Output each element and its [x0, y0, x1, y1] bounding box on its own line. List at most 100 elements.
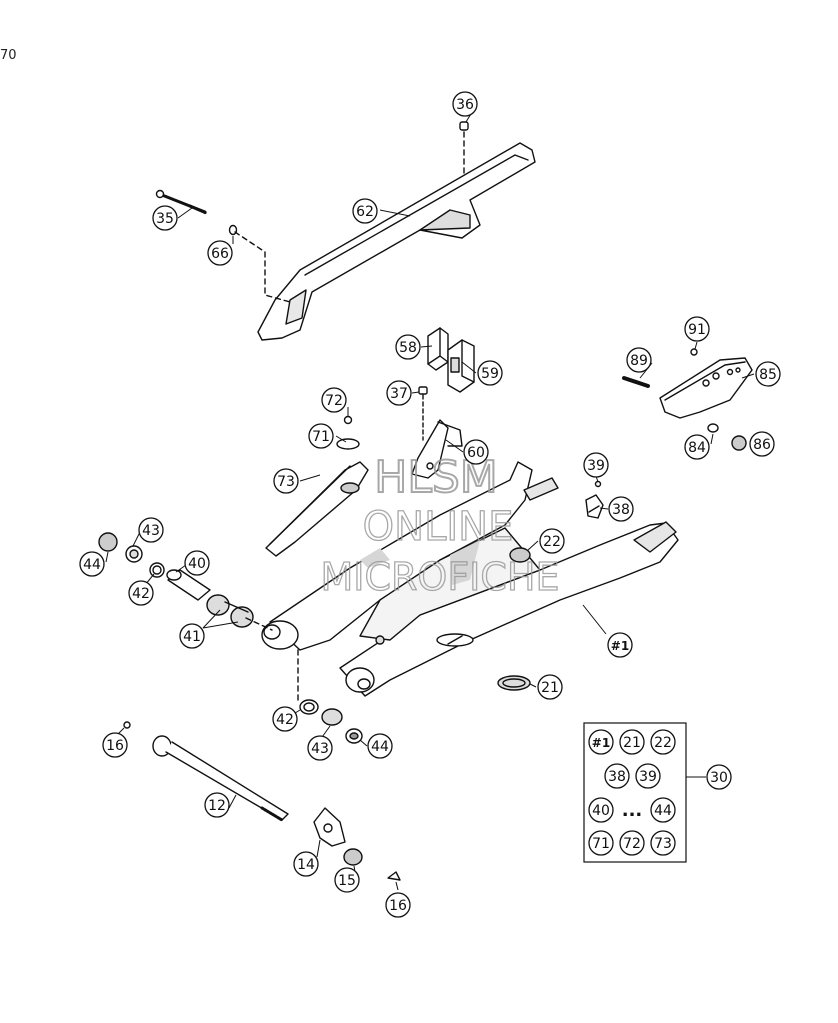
callout-15: 15: [334, 867, 360, 893]
svg-text:60: 60: [467, 445, 485, 461]
callout-14: 14: [293, 851, 319, 877]
chain-guide-85-part: [659, 357, 753, 419]
block-59-part: [447, 339, 475, 393]
svg-text:22: 22: [654, 735, 672, 751]
svg-text:37: 37: [390, 386, 408, 402]
chain-guard-part: [257, 142, 536, 341]
svg-text:84: 84: [688, 440, 706, 456]
pivot-axle-12-part: [152, 735, 289, 822]
kit-ellipsis: ...: [622, 800, 643, 821]
callout-43: 43: [307, 735, 333, 761]
svg-text:43: 43: [311, 741, 329, 757]
svg-text:91: 91: [688, 322, 706, 338]
svg-text:16: 16: [389, 898, 407, 914]
svg-text:22: 22: [543, 534, 561, 550]
callout-66: 66: [207, 240, 233, 266]
svg-text:85: 85: [759, 367, 777, 383]
callout-35: 35: [152, 205, 178, 231]
svg-text:73: 73: [654, 836, 672, 852]
plate-21-part: [497, 675, 531, 691]
callout-91: 91: [684, 316, 710, 342]
svg-text:72: 72: [325, 393, 343, 409]
callout-layer: 36 35 62 66 58 59 37 72 71 60 73 91 89 85 84 86 39 38 22 43…: [79, 91, 781, 918]
svg-text:38: 38: [612, 502, 630, 518]
callout-73: 73: [273, 468, 299, 494]
washer-66-part: [228, 224, 238, 236]
callout-62: 62: [352, 198, 378, 224]
callout-60: 60: [463, 439, 489, 465]
svg-text:43: 43: [142, 523, 160, 539]
callout-71: 71: [308, 423, 334, 449]
leader-dashed: [234, 231, 291, 303]
svg-text:...: ...: [622, 800, 643, 821]
callout-84: 84: [684, 434, 710, 460]
callout-89: 89: [626, 347, 652, 373]
nut-86-part: [731, 435, 747, 451]
svg-text:35: 35: [156, 211, 174, 227]
watermark-line-2: ONLINE: [363, 504, 514, 550]
callout-42: 42: [272, 706, 298, 732]
plate-14-part: [313, 807, 346, 847]
callout-59: 59: [477, 360, 503, 386]
callout-38: 38: [608, 496, 634, 522]
svg-text:14: 14: [297, 857, 315, 873]
svg-text:71: 71: [312, 429, 330, 445]
svg-text:39: 39: [639, 769, 657, 785]
page-corner-text: 70: [0, 48, 17, 63]
svg-text:#1: #1: [592, 736, 610, 750]
svg-text:15: 15: [338, 873, 356, 889]
callout-12: 12: [204, 792, 230, 818]
svg-text:36: 36: [456, 97, 474, 113]
nut-16-bottom-part: [387, 871, 401, 881]
screw-72-part: [343, 415, 353, 425]
screw-39-part: [594, 480, 602, 488]
bushing-22-part: [509, 547, 531, 563]
svg-text:12: 12: [208, 798, 226, 814]
svg-text:44: 44: [371, 739, 389, 755]
svg-text:44: 44: [654, 803, 672, 819]
svg-text:21: 21: [623, 735, 641, 751]
svg-text:21: 21: [541, 680, 559, 696]
kit-item-40: 40: [588, 797, 614, 823]
svg-text:#1: #1: [611, 639, 629, 653]
cap-71-part: [336, 438, 360, 494]
svg-text:73: 73: [277, 474, 295, 490]
svg-text:72: 72: [623, 836, 641, 852]
callout-39: 39: [583, 452, 609, 478]
svg-text:16: 16: [106, 738, 124, 754]
svg-text:42: 42: [132, 586, 150, 602]
svg-text:38: 38: [608, 769, 626, 785]
svg-text:42: 42: [276, 712, 294, 728]
clip-38-part: [585, 494, 604, 519]
callout-16: 16: [385, 892, 411, 918]
svg-text:66: 66: [211, 246, 229, 262]
svg-text:59: 59: [481, 366, 499, 382]
screw-36-part: [459, 121, 469, 176]
callout-36: 36: [452, 91, 478, 117]
callout-43: 43: [138, 517, 164, 543]
svg-text:71: 71: [592, 836, 610, 852]
watermark-line-3: MICROFICHE: [320, 555, 559, 599]
kit-item-38: 38: [604, 763, 630, 789]
kit-item-73: 73: [650, 830, 676, 856]
svg-text:62: 62: [356, 204, 374, 220]
swingarm-part: [261, 461, 679, 697]
kit-item-72: 72: [619, 830, 645, 856]
callout-85: 85: [755, 361, 781, 387]
callout-21: 21: [537, 674, 563, 700]
bearing-lower-stack: [299, 699, 363, 744]
kit-item-22: 22: [650, 729, 676, 755]
nut-16-top-part: [123, 721, 131, 729]
kit-label: 30: [706, 764, 732, 790]
svg-text:41: 41: [183, 629, 201, 645]
callout-22: 22: [539, 528, 565, 554]
callout-86: 86: [749, 431, 775, 457]
callout-37: 37: [386, 380, 412, 406]
callout-40: 40: [184, 550, 210, 576]
bolt-89-part: [622, 376, 650, 388]
callout-58: 58: [395, 334, 421, 360]
svg-text:39: 39: [587, 458, 605, 474]
callout-44: 44: [79, 551, 105, 577]
svg-text:30: 30: [710, 770, 728, 786]
